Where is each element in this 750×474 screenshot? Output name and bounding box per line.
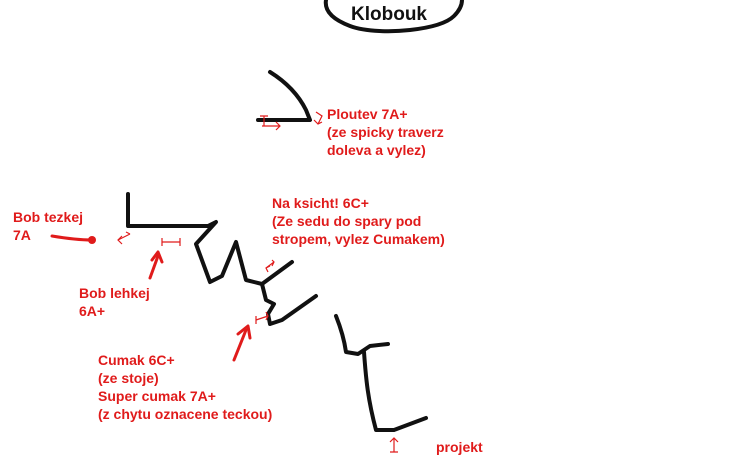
arrow-cumak [232, 328, 248, 362]
start-marker-bob-tezkej [117, 231, 131, 245]
label-ploutev-line: Ploutev 7A+ [327, 106, 408, 122]
label-cumak-line: Cumak 6C+ [98, 352, 175, 368]
start-marker-projekt [389, 437, 399, 453]
label-projekt-line: projekt [436, 439, 483, 455]
label-bob-lehkej-line: 6A+ [79, 303, 106, 319]
label-na-ksicht-line: stropem, vylez Cumakem) [272, 231, 445, 247]
start-marker-ploutev [260, 115, 281, 131]
label-ploutev-line: (ze spicky traverz [327, 124, 444, 140]
label-ploutev-line: doleva a vylez) [327, 142, 426, 158]
label-cumak-line: (ze stoje) [98, 370, 159, 386]
label-cumak-line: Super cumak 7A+ [98, 388, 216, 404]
label-bob-tezkej-line: 7A [13, 227, 31, 243]
start-marker-bob-lehkej [161, 238, 181, 246]
label-na-ksicht: Na ksicht! 6C+ (Ze sedu do spary pod str… [272, 194, 445, 248]
rock-outline-main [126, 192, 294, 286]
rock-title: Klobouk [351, 4, 427, 25]
start-marker-na-ksicht [265, 259, 275, 273]
arrow-cumak-head [236, 324, 252, 340]
label-bob-lehkej: Bob lehkej 6A+ [79, 284, 150, 320]
rock-outline-klobouk [323, 0, 464, 34]
rock-outline-ploutev [256, 70, 312, 122]
start-marker-cumak [255, 311, 269, 324]
arrow-bob-lehkej [148, 254, 160, 280]
start-marker-ploutev-2 [313, 111, 323, 125]
label-projekt: projekt [436, 438, 483, 456]
label-ploutev: Ploutev 7A+ (ze spicky traverz doleva a … [327, 105, 444, 159]
rock-outline-projekt-stem [362, 350, 428, 432]
dot-bob-tezkej [88, 236, 96, 244]
label-bob-tezkej: Bob tezkej 7A [13, 208, 83, 244]
rock-outline-lower [260, 282, 318, 326]
label-cumak: Cumak 6C+ (ze stoje) Super cumak 7A+ (z … [98, 351, 272, 423]
label-na-ksicht-line: (Ze sedu do spary pod [272, 213, 422, 229]
label-bob-tezkej-line: Bob tezkej [13, 209, 84, 225]
label-cumak-line: (z chytu oznacene teckou) [98, 406, 273, 422]
arrow-bob-lehkej-head [150, 250, 164, 264]
label-na-ksicht-line: Na ksicht! 6C+ [272, 195, 369, 211]
label-bob-lehkej-line: Bob lehkej [79, 285, 150, 301]
rock-outline-projekt [334, 314, 390, 356]
